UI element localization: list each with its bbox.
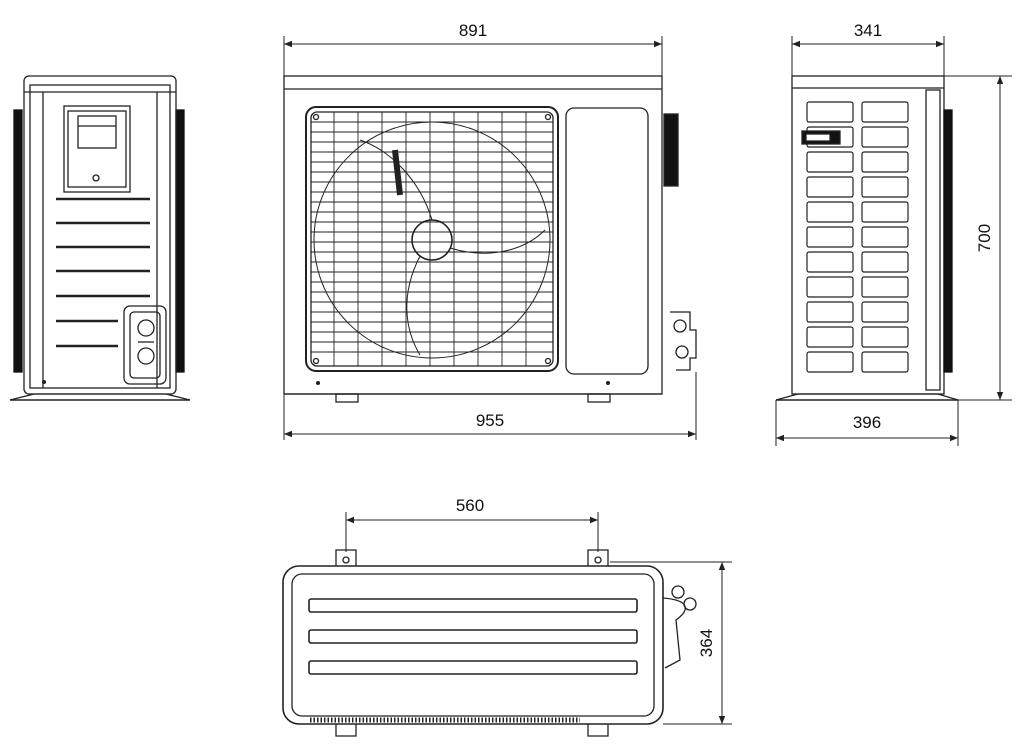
dim-mount-hole-spacing: 560 bbox=[456, 496, 484, 515]
dim-front-total-width: 955 bbox=[476, 411, 504, 430]
dimension-lines bbox=[283, 36, 1012, 725]
dim-height: 700 bbox=[975, 224, 994, 252]
dim-front-housing-width: 891 bbox=[459, 21, 487, 40]
dim-side-depth: 341 bbox=[854, 21, 882, 40]
right-side-view-icon bbox=[775, 75, 959, 401]
front-view-icon bbox=[283, 75, 697, 403]
dim-side-base-depth: 396 bbox=[853, 413, 881, 432]
left-side-view-icon bbox=[9, 75, 191, 401]
dim-top-view-depth: 364 bbox=[697, 629, 716, 657]
top-view-icon bbox=[282, 549, 697, 737]
